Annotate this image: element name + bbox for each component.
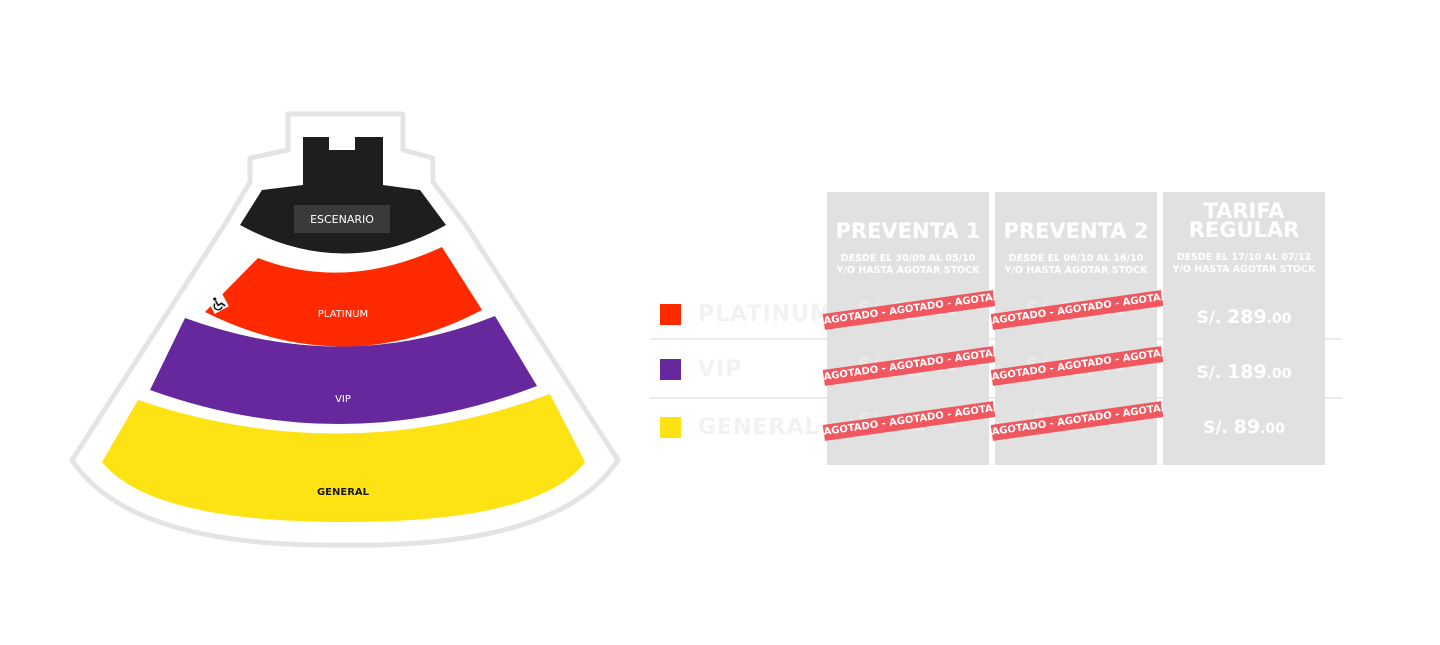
zone-label-general: GENERAL bbox=[317, 487, 370, 498]
legend-label-platinum: PLATINUM bbox=[698, 301, 833, 327]
currency-symbol: S/. bbox=[1203, 418, 1229, 438]
price-cell-vip: S/. 189.00 bbox=[1163, 353, 1325, 393]
legend-row-general: GENERAL bbox=[660, 414, 819, 440]
stage bbox=[240, 137, 446, 254]
price-cell-general: S/. 89.00 bbox=[1163, 408, 1325, 448]
price-cell-vip: S/. 1__.00 AGOTADO - AGOTADO - AGOTADO bbox=[990, 346, 1164, 388]
price-cell-vip: S/. 2__.00 AGOTADO - AGOTADO - AGOTADO bbox=[822, 346, 996, 388]
legend-swatch-general bbox=[660, 416, 681, 438]
venue-seating-map: ESCENARIO PLATINUM VIP GENERAL bbox=[69, 111, 621, 548]
legend-label-vip: VIP bbox=[698, 356, 743, 382]
column-title-line-1: TARIFA bbox=[1203, 199, 1285, 223]
column-title-line-2: REGULAR bbox=[1188, 218, 1300, 242]
legend-swatch-vip bbox=[660, 358, 681, 380]
column-dates: DESDE EL 30/09 AL 05/10 bbox=[840, 253, 976, 264]
currency-symbol: S/. bbox=[1196, 308, 1222, 328]
price-column-preventa-2: PREVENTA 2 DESDE EL 06/10 AL 16/10 Y/O H… bbox=[990, 192, 1164, 465]
column-title: PREVENTA 2 bbox=[1003, 219, 1149, 243]
legend-swatch-platinum bbox=[660, 303, 681, 325]
currency-symbol: S/. bbox=[1196, 363, 1222, 383]
price-cell-general: S/. __.00 AGOTADO - AGOTADO - AGOTADO bbox=[990, 401, 1164, 443]
price-cell-platinum: S/. 3__.00 AGOTADO - AGOTADO - AGOTADO bbox=[822, 290, 996, 332]
zone-platinum[interactable] bbox=[205, 247, 482, 347]
price-cell-general: S/. 1__.00 AGOTADO - AGOTADO - AGOTADO bbox=[822, 401, 996, 443]
stage-label-box bbox=[294, 205, 390, 233]
zone-vip[interactable] bbox=[150, 316, 537, 425]
price-cell-platinum: S/. 2__.00 AGOTADO - AGOTADO - AGOTADO bbox=[990, 290, 1164, 332]
price-cents: .00 bbox=[1266, 366, 1292, 382]
price-cents: .00 bbox=[1260, 421, 1285, 437]
wheelchair-icon bbox=[207, 292, 229, 314]
zone-general[interactable] bbox=[102, 394, 585, 522]
column-dates: DESDE EL 06/10 AL 16/10 bbox=[1008, 253, 1144, 264]
price-cents: .00 bbox=[1266, 311, 1292, 327]
stage-label: ESCENARIO bbox=[310, 213, 374, 226]
price-amount: 189 bbox=[1227, 361, 1267, 383]
price-value: S/. 89.00 bbox=[1163, 416, 1325, 438]
column-dates: DESDE EL 17/10 AL 07/12 bbox=[1176, 252, 1312, 263]
zone-label-vip: VIP bbox=[335, 394, 351, 405]
price-value: S/. 189.00 bbox=[1163, 361, 1325, 383]
price-value: S/. 289.00 bbox=[1163, 306, 1325, 328]
column-stock-note: Y/O HASTA AGOTAR STOCK bbox=[1004, 265, 1148, 276]
legend-row-vip: VIP bbox=[660, 356, 741, 382]
price-amount: 89 bbox=[1233, 416, 1261, 438]
price-cell-platinum: S/. 289.00 bbox=[1163, 298, 1325, 338]
legend-label-general: GENERAL bbox=[698, 414, 820, 440]
legend-row-platinum: PLATINUM bbox=[660, 301, 832, 327]
price-column-preventa-1: PREVENTA 1 DESDE EL 30/09 AL 05/10 Y/O H… bbox=[822, 192, 996, 465]
column-stock-note: Y/O HASTA AGOTAR STOCK bbox=[1172, 264, 1316, 275]
venue-outline bbox=[69, 111, 621, 548]
price-amount: 289 bbox=[1227, 306, 1267, 328]
column-title: PREVENTA 1 bbox=[835, 219, 981, 243]
zone-label-platinum: PLATINUM bbox=[318, 309, 368, 320]
column-stock-note: Y/O HASTA AGOTAR STOCK bbox=[836, 265, 980, 276]
price-column-tarifa-regular: TARIFA REGULAR DESDE EL 17/10 AL 07/12 Y… bbox=[1163, 192, 1325, 465]
